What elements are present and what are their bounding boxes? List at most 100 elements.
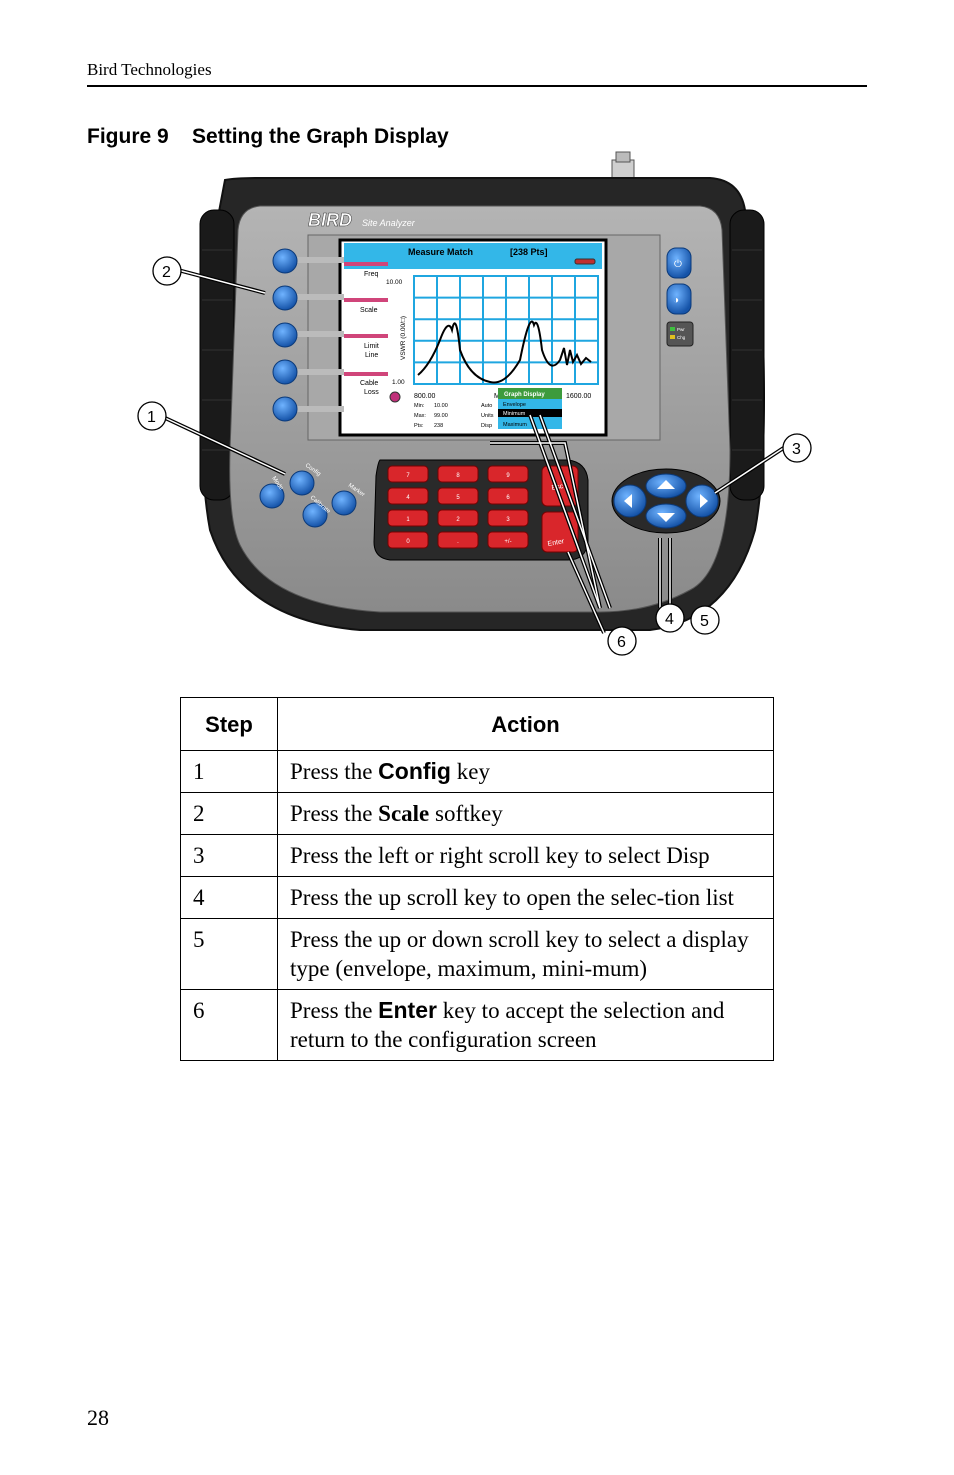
- callout-5: 5: [700, 613, 709, 630]
- keypad-key-7[interactable]: [387, 465, 429, 483]
- config-key-name: Config: [378, 758, 451, 784]
- stat-max-value: 99.00: [434, 413, 448, 419]
- figure-caption: Figure 9 Setting the Graph Display: [87, 125, 449, 148]
- action-text: softkey: [429, 801, 503, 826]
- table-row: 4 Press the up scroll key to open the se…: [180, 876, 774, 919]
- step-action: Press the Enter key to accept the select…: [277, 989, 774, 1061]
- step-action: Press the up scroll key to open the sele…: [277, 876, 774, 919]
- keypad-key-label: 5: [456, 495, 460, 501]
- enter-key-name: Enter: [378, 997, 437, 1023]
- stat-pts-value: 238: [434, 423, 443, 429]
- graph-display-menu[interactable]: Graph Display Envelope Minimum Maximum: [498, 388, 562, 429]
- keypad-key-3[interactable]: [487, 509, 529, 527]
- config-key[interactable]: [289, 470, 315, 496]
- up-arrow-icon: [657, 480, 675, 489]
- status-indicator: [389, 391, 401, 403]
- keypad-key-2[interactable]: [437, 509, 479, 527]
- keypad-key-5[interactable]: [437, 487, 479, 505]
- keypad-key-label: 4: [406, 495, 410, 501]
- softkey-column: [272, 248, 344, 422]
- screen-points: [238 Pts]: [510, 247, 548, 257]
- keypad-key-+/-[interactable]: [487, 531, 529, 549]
- keypad-key-label: 8: [456, 473, 460, 479]
- softkey-3[interactable]: [272, 322, 298, 348]
- scale-softkey[interactable]: [272, 285, 298, 311]
- keypad-key-9[interactable]: [487, 465, 529, 483]
- menu-item-minimum[interactable]: Minimum: [503, 411, 526, 417]
- action-text: key to accept the selection and return t…: [290, 998, 725, 1052]
- stat-max-label: Max:: [414, 413, 426, 419]
- running-header: Bird Technologies: [87, 60, 212, 79]
- mode-key[interactable]: [259, 483, 285, 509]
- marker-key[interactable]: [331, 490, 357, 516]
- chg-label: Chg: [677, 335, 686, 340]
- power-key[interactable]: [666, 247, 692, 279]
- steps-table: Step Action 1 Press the Config key 2 Pre…: [180, 697, 774, 1061]
- stat-min-value: 10.00: [434, 403, 448, 409]
- step-number: 4: [180, 876, 278, 919]
- table-row: 1 Press the Config key: [180, 750, 774, 793]
- action-text: Press the: [290, 759, 379, 784]
- left-arrow-icon: [624, 494, 632, 508]
- step-number: 1: [180, 750, 278, 793]
- contrast-key[interactable]: [666, 283, 692, 315]
- keypad-key-label: 6: [506, 495, 510, 501]
- brand-logo: BIRD: [308, 210, 352, 230]
- table-row: 6 Press the Enter key to accept the sele…: [180, 989, 774, 1061]
- step-number: 2: [180, 792, 278, 835]
- step-action: Press the Config key: [277, 750, 774, 793]
- header-rule: [87, 85, 867, 87]
- keypad-key-0[interactable]: [387, 531, 429, 549]
- softkey-label-scale: Scale: [360, 307, 378, 314]
- keypad-key-label: 3: [506, 517, 510, 523]
- softkey-1[interactable]: [272, 248, 298, 274]
- device-illustration: BIRD Site Analyzer Measure Match [238 Pt…: [137, 151, 812, 656]
- step-action: Press the left or right scroll key to se…: [277, 834, 774, 877]
- softkey-label-freq: Freq: [364, 271, 379, 278]
- action-text: Press the: [290, 998, 379, 1023]
- y-axis-bottom: 1.00: [392, 379, 405, 386]
- power-charge-indicator: [666, 321, 694, 347]
- menu-item-maximum[interactable]: Maximum: [503, 422, 527, 428]
- step-column-header: Step: [180, 697, 278, 751]
- table-row: 2 Press the Scale softkey: [180, 792, 774, 835]
- scroll-pad: [611, 468, 721, 534]
- stat-pts-label: Pts:: [414, 423, 424, 429]
- table-header-row: Step Action: [180, 697, 774, 751]
- right-grip: [729, 209, 765, 501]
- step-number: 3: [180, 834, 278, 877]
- callout-6: 6: [617, 634, 626, 651]
- menu-item-envelope[interactable]: Envelope: [503, 402, 526, 408]
- keypad-key-6[interactable]: [487, 487, 529, 505]
- action-text: Press the: [290, 801, 379, 826]
- softkey-4[interactable]: [272, 359, 298, 385]
- right-arrow-icon: [700, 494, 708, 508]
- config-units: Units: [481, 413, 494, 419]
- contrast-icon: ◑: [673, 295, 679, 306]
- keypad-key-label: +/-: [504, 539, 511, 545]
- softkey-label-cable: Cable: [360, 380, 378, 387]
- keypad-key-1[interactable]: [387, 509, 429, 527]
- config-auto: Auto: [481, 403, 492, 409]
- callout-1: 1: [147, 409, 156, 426]
- action-text: key: [450, 759, 490, 784]
- callout-3: 3: [792, 441, 801, 458]
- power-icon: ⏻: [674, 259, 682, 270]
- vswr-trace: [417, 320, 592, 384]
- pwr-label: Pwr: [677, 327, 685, 332]
- keypad-key-.[interactable]: [437, 531, 479, 549]
- keypad-key-label: 0: [406, 539, 410, 545]
- softkey-label-limit: Limit: [364, 343, 379, 350]
- keypad-key-8[interactable]: [437, 465, 479, 483]
- keypad-key-4[interactable]: [387, 487, 429, 505]
- callout-labels: 2 1 3 4 5 6: [137, 256, 812, 656]
- plot-grid: [413, 275, 599, 385]
- y-axis-top: 10.00: [386, 279, 403, 286]
- enter-key-label: Enter: [547, 538, 565, 548]
- softkey-5[interactable]: [272, 396, 298, 422]
- config-disp: Disp: [481, 423, 492, 429]
- callout-2: 2: [162, 264, 171, 281]
- calibrate-key[interactable]: [302, 502, 328, 528]
- table-row: 3 Press the left or right scroll key to …: [180, 834, 774, 877]
